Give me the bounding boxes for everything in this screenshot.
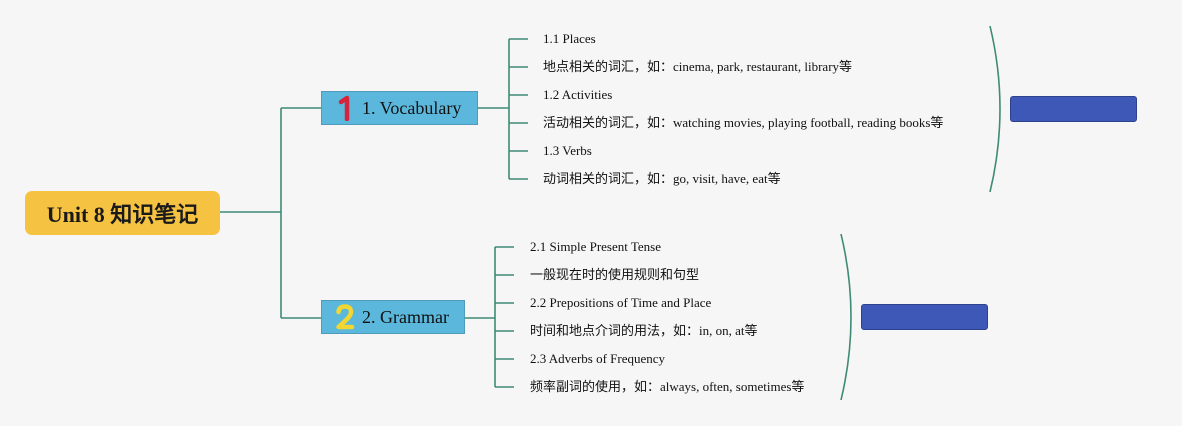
grammar-leaf-ticks xyxy=(495,246,514,388)
leaf-item[interactable]: 动词相关的词汇，如：go, visit, have, eat等 xyxy=(543,171,781,186)
leaf-item[interactable]: 一般现在时的使用规则和句型 xyxy=(530,267,700,282)
leaf-item[interactable]: 地点相关的词汇，如：cinema, park, restaurant, libr… xyxy=(543,59,853,74)
leaf-item[interactable]: 频率副词的使用，如：always, often, sometimes等 xyxy=(530,379,805,394)
leaf-item[interactable]: 时间和地点介词的用法，如：in, on, at等 xyxy=(530,323,758,338)
number-two-icon xyxy=(334,304,356,330)
leaf-item[interactable]: 1.3 Verbs xyxy=(543,143,592,158)
leaf-item[interactable]: 1.1 Places xyxy=(543,31,596,46)
branch-grammar[interactable]: 2. Grammar xyxy=(321,300,465,334)
vocabulary-summary-bracket xyxy=(989,25,1001,193)
grammar-summary-bracket xyxy=(840,233,852,401)
leaf-item[interactable]: 2.2 Prepositions of Time and Place xyxy=(530,295,712,310)
branch-label: 1. Vocabulary xyxy=(362,97,462,118)
vocabulary-leaf-ticks xyxy=(509,38,528,180)
root-topic[interactable]: Unit 8 知识笔记 xyxy=(25,191,220,235)
leaf-item[interactable]: 2.1 Simple Present Tense xyxy=(530,239,662,254)
grammar-summary-tag[interactable] xyxy=(861,304,988,330)
branch-vocabulary[interactable]: 1. Vocabulary xyxy=(321,91,478,125)
leaf-item[interactable]: 活动相关的词汇，如：watching movies, playing footb… xyxy=(543,115,944,130)
leaf-item[interactable]: 1.2 Activities xyxy=(543,87,613,102)
root-title: Unit 8 知识笔记 xyxy=(46,202,199,227)
leaf-item[interactable]: 2.3 Adverbs of Frequency xyxy=(530,351,666,366)
number-one-icon xyxy=(334,95,356,121)
vocabulary-summary-tag[interactable] xyxy=(1010,96,1137,122)
branch-label: 2. Grammar xyxy=(362,306,449,327)
